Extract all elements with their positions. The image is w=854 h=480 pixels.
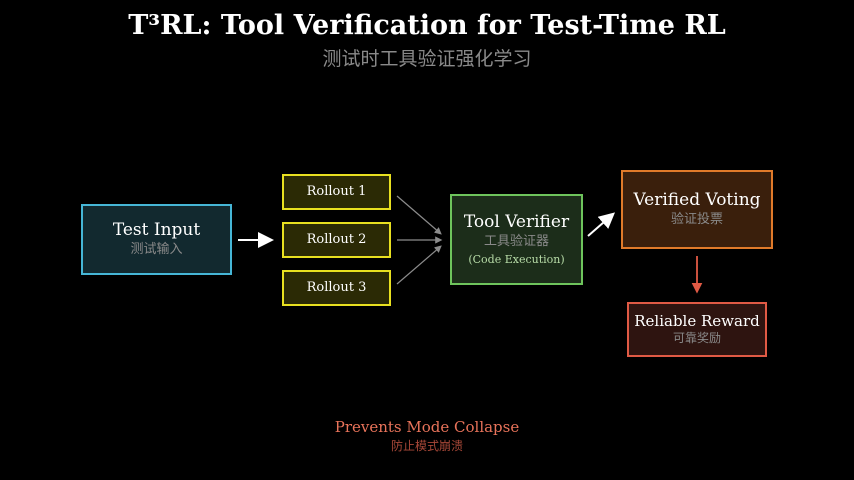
footer-caption: Prevents Mode Collapse <box>334 418 520 436</box>
rollout-node-1: Rollout 1 <box>282 174 391 210</box>
page-title: T³RL: Tool Verification for Test-Time RL <box>128 10 726 41</box>
tool-verifier-sublabel: 工具验证器 <box>483 234 549 250</box>
test-input-node: Test Input 测试输入 <box>81 204 232 275</box>
footer-subcaption: 防止模式崩溃 <box>390 439 463 453</box>
arrow-rollout-3-to-verifier <box>396 245 442 285</box>
tool-verifier-label: Tool Verifier <box>463 211 570 232</box>
reliable-reward-node: Reliable Reward 可靠奖励 <box>627 302 767 357</box>
verified-voting-node: Verified Voting 验证投票 <box>621 170 773 249</box>
verified-voting-label: Verified Voting <box>633 189 761 210</box>
rollout-3-label: Rollout 3 <box>306 279 367 295</box>
test-input-sublabel: 测试输入 <box>130 242 183 258</box>
tool-verifier-node: Tool Verifier 工具验证器 (Code Execution) <box>450 194 583 285</box>
tool-verifier-note: (Code Execution) <box>468 253 565 267</box>
rollout-node-3: Rollout 3 <box>282 270 391 306</box>
reliable-reward-label: Reliable Reward <box>634 312 760 331</box>
arrow-verifier-to-voting <box>587 212 616 237</box>
test-input-label: Test Input <box>112 219 201 240</box>
arrow-rollout-1-to-verifier <box>396 195 442 235</box>
page-subtitle: 测试时工具验证强化学习 <box>322 48 532 70</box>
reliable-reward-sublabel: 可靠奖励 <box>672 331 721 346</box>
verified-voting-sublabel: 验证投票 <box>670 212 723 228</box>
rollout-1-label: Rollout 1 <box>306 183 367 199</box>
rollout-2-label: Rollout 2 <box>306 231 367 247</box>
rollout-node-2: Rollout 2 <box>282 222 391 258</box>
